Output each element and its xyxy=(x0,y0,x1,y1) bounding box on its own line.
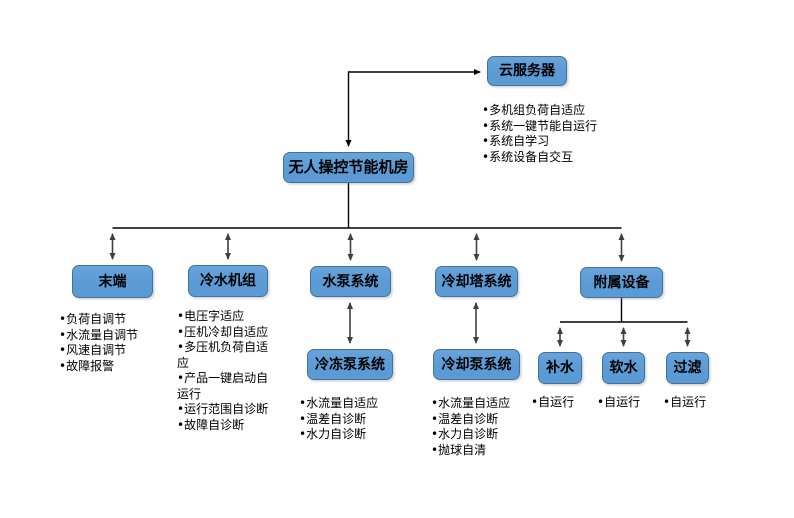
node-label: 软水 xyxy=(609,360,638,376)
node-label: 附属设备 xyxy=(593,274,650,291)
node-unmanned-machine-room: 无人操控节能机房 xyxy=(283,152,414,183)
bullet-item: •多压机负荷自适应 xyxy=(177,340,269,370)
bullet-list-chilled-pump: •水流量自适应•温差自诊断•水力自诊断 xyxy=(299,396,409,443)
node-label: 补水 xyxy=(546,360,574,376)
bullet-item: •风速自调节 xyxy=(59,343,127,357)
node-label: 云服务器 xyxy=(499,63,555,79)
node-label: 水泵系统 xyxy=(322,273,379,290)
node-soft-water: 软水 xyxy=(602,352,645,384)
node-chilled-pump-system: 冷冻泵系统 xyxy=(307,349,393,380)
bullet-item: •系统自学习 xyxy=(482,134,550,148)
bullet-list-filter: •自运行 xyxy=(663,395,725,411)
node-makeup-water: 补水 xyxy=(538,352,582,384)
bullet-item: •系统设备自交互 xyxy=(482,149,574,164)
bullet-item: •多机组负荷自适应 xyxy=(482,103,586,117)
bullet-item: •温差自诊断 xyxy=(299,411,367,426)
bullet-list-soft-water: •自运行 xyxy=(597,395,659,411)
node-cooling-tower-system: 冷却塔系统 xyxy=(435,266,518,297)
node-filter: 过滤 xyxy=(666,352,709,384)
bullet-item: •水力自诊断 xyxy=(431,427,499,441)
node-terminal: 末端 xyxy=(72,265,153,298)
bullet-item: •水力自诊断 xyxy=(299,427,367,441)
node-label: 冷却泵系统 xyxy=(441,356,512,373)
bullet-item: •故障自诊断 xyxy=(177,417,245,432)
bullet-item: •压机冷却自适应 xyxy=(177,324,269,339)
node-cooling-pump-system: 冷却泵系统 xyxy=(433,349,520,380)
bullet-list-chiller: •电压字适应•压机冷却自适应•多压机负荷自适应•产品一键启动自运行•运行范围自诊… xyxy=(177,309,271,433)
bullet-item: •自运行 xyxy=(663,395,707,409)
node-label: 冷水机组 xyxy=(200,273,256,289)
bullet-item: •电压字适应 xyxy=(177,309,245,323)
bullet-item: •水流量自调节 xyxy=(59,327,139,342)
bullet-item: •温差自诊断 xyxy=(431,411,499,426)
bullet-item: •水流量自适应 xyxy=(431,396,511,410)
bullet-list-cooling-pump: •水流量自适应•温差自诊断•水力自诊断•抛球自清 xyxy=(431,396,541,458)
node-cloud-server: 云服务器 xyxy=(487,56,567,86)
bullet-item: •系统一键节能自运行 xyxy=(482,118,598,133)
bullet-item: •故障报警 xyxy=(59,358,115,373)
node-chiller-unit: 冷水机组 xyxy=(188,265,268,297)
bullet-item: •水流量自适应 xyxy=(299,396,379,410)
node-water-pump-system: 水泵系统 xyxy=(310,266,391,297)
node-label: 过滤 xyxy=(673,360,702,376)
node-auxiliary-equipment: 附属设备 xyxy=(580,267,663,298)
bullet-item: •抛球自清 xyxy=(431,442,487,457)
bullet-list-terminal: •负荷自调节•水流量自调节•风速自调节•故障报警 xyxy=(59,312,169,374)
bullet-list-cloud: •多机组负荷自适应•系统一键节能自运行•系统自学习•系统设备自交互 xyxy=(482,103,622,165)
bullet-item: •负荷自调节 xyxy=(59,312,127,326)
node-label: 末端 xyxy=(98,273,127,290)
bullet-item: •自运行 xyxy=(531,395,575,409)
bullet-list-makeup-water: •自运行 xyxy=(531,395,593,411)
bullet-item: •产品一键启动自运行 xyxy=(177,371,269,401)
node-label: 无人操控节能机房 xyxy=(288,158,409,176)
bullet-item: •自运行 xyxy=(597,395,641,409)
node-label: 冷冻泵系统 xyxy=(315,356,385,373)
bullet-item: •运行范围自诊断 xyxy=(177,402,269,416)
node-label: 冷却塔系统 xyxy=(441,273,512,290)
